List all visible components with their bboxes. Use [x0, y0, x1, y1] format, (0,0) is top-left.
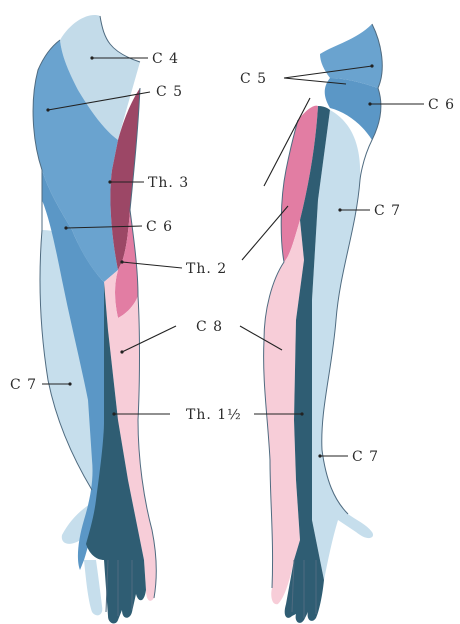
marker-right-c5 — [370, 64, 373, 67]
label-c8: C 8 — [196, 319, 223, 335]
label-right-c5: C 5 — [240, 71, 267, 87]
marker-c8 — [120, 350, 123, 353]
label-left-th3: Th. 3 — [148, 175, 189, 191]
marker-right-c6 — [368, 102, 371, 105]
label-right-c6: C 6 — [428, 97, 455, 113]
label-left-c6: C 6 — [146, 219, 173, 235]
right-arm-c7-region — [312, 110, 373, 580]
marker-th2 — [120, 260, 123, 263]
left-arm-anterior — [33, 15, 156, 623]
left-thumb-c7 — [84, 560, 102, 615]
marker-left-c5 — [46, 108, 49, 111]
marker-left-th3 — [108, 180, 111, 183]
marker-left-c6 — [64, 226, 67, 229]
label-right-c7-lower: C 7 — [352, 449, 379, 465]
marker-th1-right — [300, 412, 303, 415]
label-left-c5: C 5 — [156, 84, 183, 100]
label-th2: Th. 2 — [186, 261, 227, 277]
right-arm-posterior — [264, 24, 383, 623]
right-arm-c5-region — [320, 24, 382, 88]
marker-th1 — [112, 412, 115, 415]
marker-right-c7-lower — [318, 454, 321, 457]
marker-right-c7-upper — [338, 208, 341, 211]
label-left-c7: C 7 — [10, 377, 37, 393]
label-th1: Th. 1½ — [186, 407, 242, 423]
marker-left-c4 — [90, 56, 93, 59]
marker-left-c7 — [68, 382, 71, 385]
label-right-c7-upper: C 7 — [374, 203, 401, 219]
label-left-c4: C 4 — [152, 51, 179, 67]
